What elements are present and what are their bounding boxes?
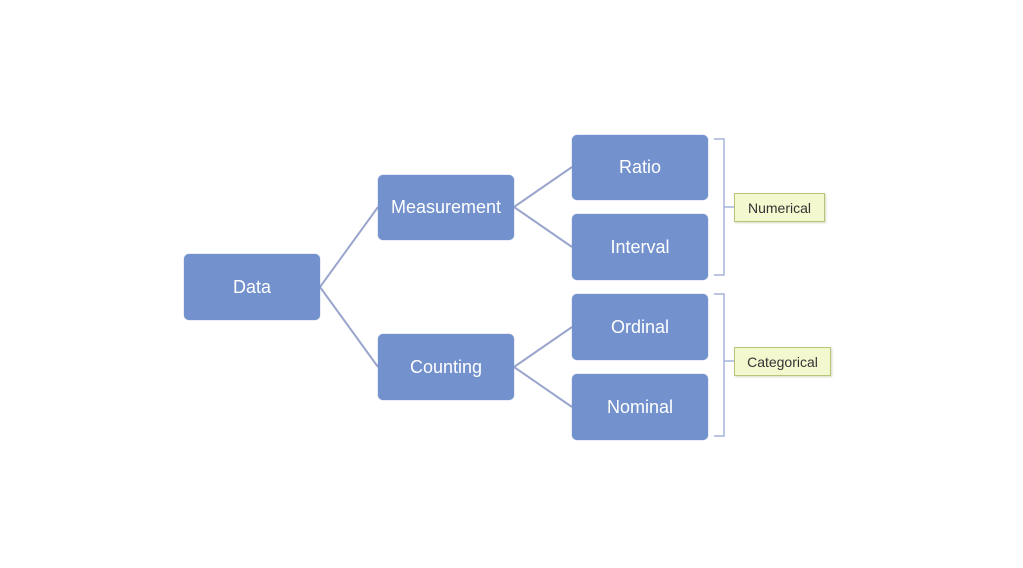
node-interval: Interval bbox=[572, 214, 708, 280]
connector-data-measurement bbox=[319, 206, 379, 288]
group-tag-categorical: Categorical bbox=[734, 347, 831, 376]
connector-counting-ordinal bbox=[513, 326, 573, 368]
connector-counting-nominal bbox=[513, 366, 573, 408]
node-nominal: Nominal bbox=[572, 374, 708, 440]
connector-data-counting bbox=[319, 286, 379, 368]
node-ratio: Ratio bbox=[572, 135, 708, 200]
bracket-numerical bbox=[714, 138, 725, 276]
node-ordinal: Ordinal bbox=[572, 294, 708, 360]
node-counting: Counting bbox=[378, 334, 514, 400]
connector-measurement-ratio bbox=[513, 166, 573, 208]
bracket-categorical bbox=[714, 293, 725, 437]
node-data: Data bbox=[184, 254, 320, 320]
connector-measurement-interval bbox=[513, 206, 573, 248]
node-measurement: Measurement bbox=[378, 175, 514, 240]
group-tag-numerical: Numerical bbox=[734, 193, 825, 222]
